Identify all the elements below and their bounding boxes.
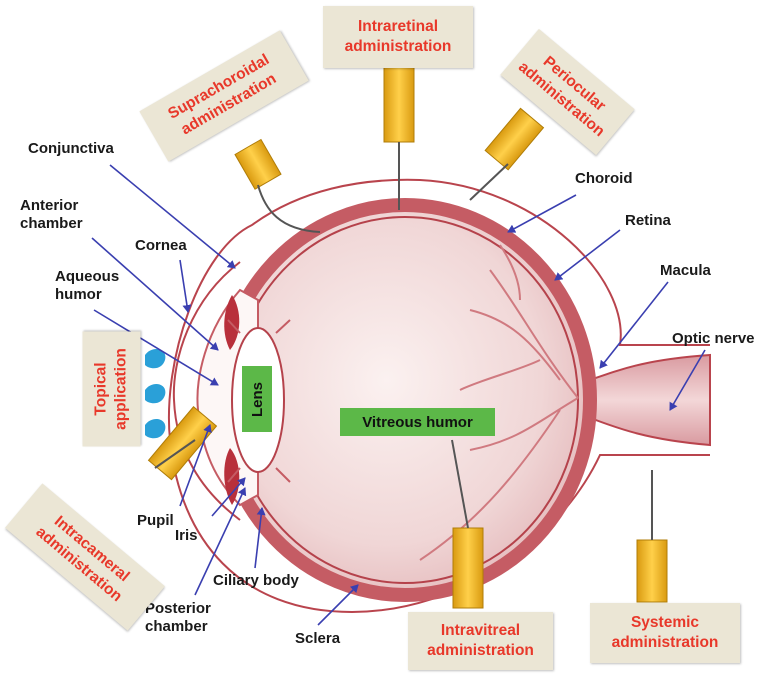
arrow-cornea [180, 260, 188, 312]
label-aqueous-humor-line1: Aqueous [55, 268, 119, 286]
label-ciliary-body: Ciliary body [213, 572, 299, 590]
label-pupil: Pupil [137, 512, 174, 530]
route-intravitreal: Intravitreal administration [408, 612, 553, 670]
needle-systemic [637, 470, 667, 602]
arrow-choroid [508, 195, 576, 232]
route-systemic-line1: Systemic [631, 613, 699, 633]
label-macula: Macula [660, 262, 711, 280]
lens-label-box: Lens [242, 366, 272, 432]
arrow-sclera [318, 585, 358, 625]
label-anterior-chamber-line1: Anterior [20, 197, 83, 215]
route-intraretinal-line1: Intraretinal [358, 17, 438, 37]
label-aqueous-humor: Aqueous humor [55, 268, 119, 304]
vitreous-humor-label-box: Vitreous humor [340, 408, 495, 436]
label-choroid: Choroid [575, 170, 633, 188]
route-intraretinal: Intraretinal administration [323, 6, 473, 68]
drop-2 [145, 384, 165, 403]
label-iris: Iris [175, 527, 198, 545]
label-cornea: Cornea [135, 237, 187, 255]
label-sclera: Sclera [295, 630, 340, 648]
label-retina: Retina [625, 212, 671, 230]
route-intravitreal-line1: Intravitreal [441, 621, 520, 641]
label-posterior-chamber-line1: Posterior [145, 600, 211, 618]
label-anterior-chamber-line2: chamber [20, 215, 83, 233]
route-intravitreal-line2: administration [427, 641, 534, 661]
label-vitreous-humor: Vitreous humor [362, 414, 473, 431]
route-intraretinal-line2: administration [345, 37, 452, 57]
route-topical-line1: Topical [92, 362, 112, 415]
needle-intraretinal [384, 60, 414, 210]
label-optic-nerve: Optic nerve [672, 330, 755, 348]
route-topical-line2: application [112, 348, 132, 430]
label-lens: Lens [249, 381, 266, 416]
needle-suprachoroidal [235, 140, 320, 233]
label-posterior-chamber: Posterior chamber [145, 600, 211, 636]
drop-3 [145, 419, 165, 438]
route-topical: Topical application [83, 332, 141, 447]
route-systemic: Systemic administration [590, 603, 740, 663]
label-posterior-chamber-line2: chamber [145, 618, 211, 636]
label-aqueous-humor-line2: humor [55, 286, 119, 304]
needle-periocular [470, 108, 543, 200]
topical-drops [145, 349, 165, 438]
route-systemic-line2: administration [612, 633, 719, 653]
label-conjunctiva: Conjunctiva [28, 140, 114, 158]
label-anterior-chamber: Anterior chamber [20, 197, 83, 233]
